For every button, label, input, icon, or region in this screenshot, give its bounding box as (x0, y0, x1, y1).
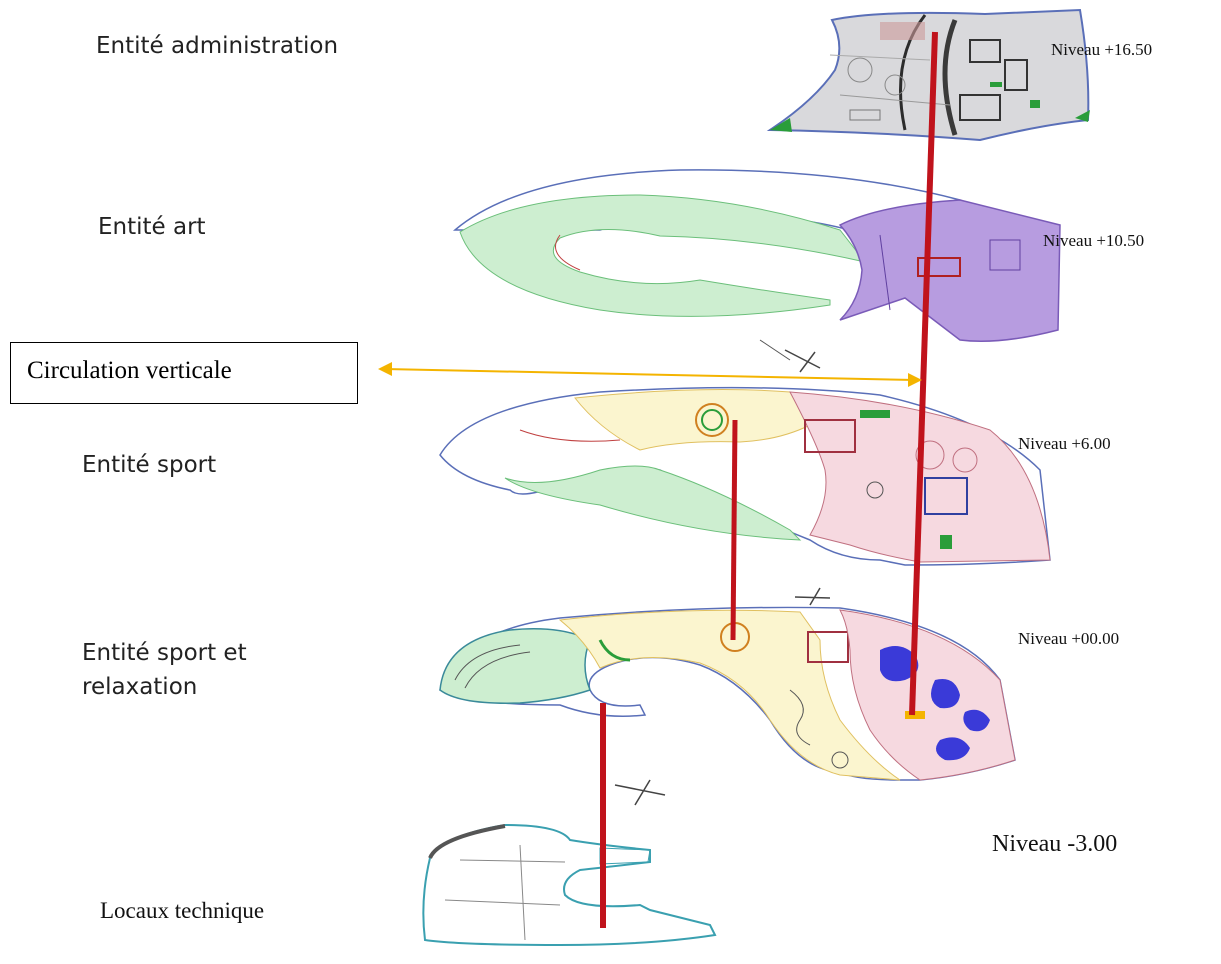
vertical-risers (600, 31, 938, 928)
plan-administration (766, 8, 1090, 142)
riser-sport-to-ground (730, 419, 738, 641)
circulation-arrow (378, 362, 922, 387)
label-entite-administration: Entité administration (96, 33, 339, 59)
level-6-00: Niveau +6.00 (1018, 434, 1111, 453)
label-entite-sport: Entité sport (82, 452, 217, 478)
compass-symbol-3 (614, 779, 666, 806)
label-locaux-technique: Locaux technique (100, 898, 265, 923)
callout-circulation-verticale: Circulation verticale (10, 342, 358, 404)
plan-technique (422, 823, 717, 947)
level-00-00: Niveau +00.00 (1018, 629, 1120, 648)
riser-admin-to-ground (909, 31, 938, 716)
label-entite-art: Entité art (98, 214, 206, 240)
level-16-50: Niveau +16.50 (1051, 40, 1153, 59)
level-10-50: Niveau +10.50 (1043, 231, 1145, 250)
plan-art (452, 169, 1061, 361)
compass-symbol-2 (794, 587, 831, 606)
compass-symbol-1 (784, 349, 821, 373)
label-entite-sport-relaxation: Entité sport et relaxation (82, 640, 247, 700)
plan-sport-relaxation (439, 606, 1016, 781)
level-minus-3-00: Niveau -3.00 (992, 831, 1118, 857)
plan-sport (439, 386, 1051, 566)
callout-label: Circulation verticale (27, 357, 232, 384)
